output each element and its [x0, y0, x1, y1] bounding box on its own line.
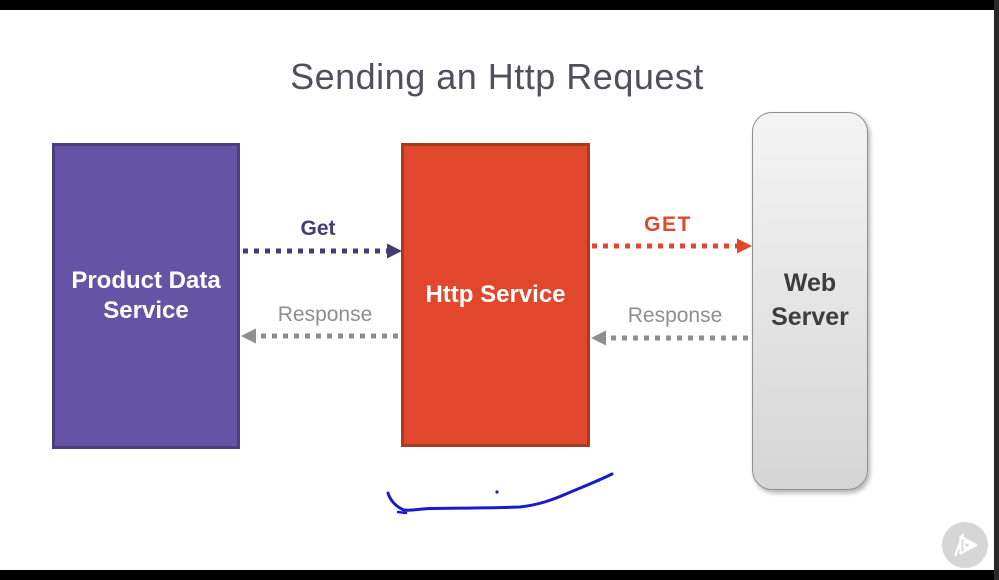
get-arrow [243, 243, 402, 259]
get-arrow-2 [592, 238, 752, 254]
response-arrow-2 [591, 330, 748, 346]
get-arrowhead-icon [387, 243, 402, 259]
response-arrow-label-2: Response [627, 304, 723, 327]
response-arrow-1 [241, 328, 398, 344]
response-arrow-label-1: Response [277, 303, 373, 326]
response-arrowhead-icon-2 [591, 330, 606, 346]
node-product-data-service: Product Data Service [52, 143, 240, 449]
pen-underline-annotation [386, 472, 614, 515]
get-arrowhead-icon-2 [737, 238, 752, 254]
get-arrow-label: Get [300, 217, 336, 240]
node-web-server-label: Web Server [771, 269, 849, 331]
response-arrowhead-icon-1 [241, 328, 256, 344]
letterbox-top-bar [0, 0, 999, 10]
letterbox-right-bar [994, 0, 999, 580]
pluralsight-watermark [942, 522, 988, 568]
node-http-service: Http Service [401, 143, 590, 447]
letterbox-bottom-bar [0, 570, 999, 580]
get-arrow-label-2: GET [644, 213, 692, 236]
node-http-service-label: Http Service [425, 281, 566, 308]
node-product-data-service-label: Product Data Service [71, 267, 221, 324]
node-web-server: Web Server [752, 112, 868, 490]
slide-title: Sending an Http Request [290, 56, 704, 97]
pluralsight-play-icon [942, 522, 988, 568]
